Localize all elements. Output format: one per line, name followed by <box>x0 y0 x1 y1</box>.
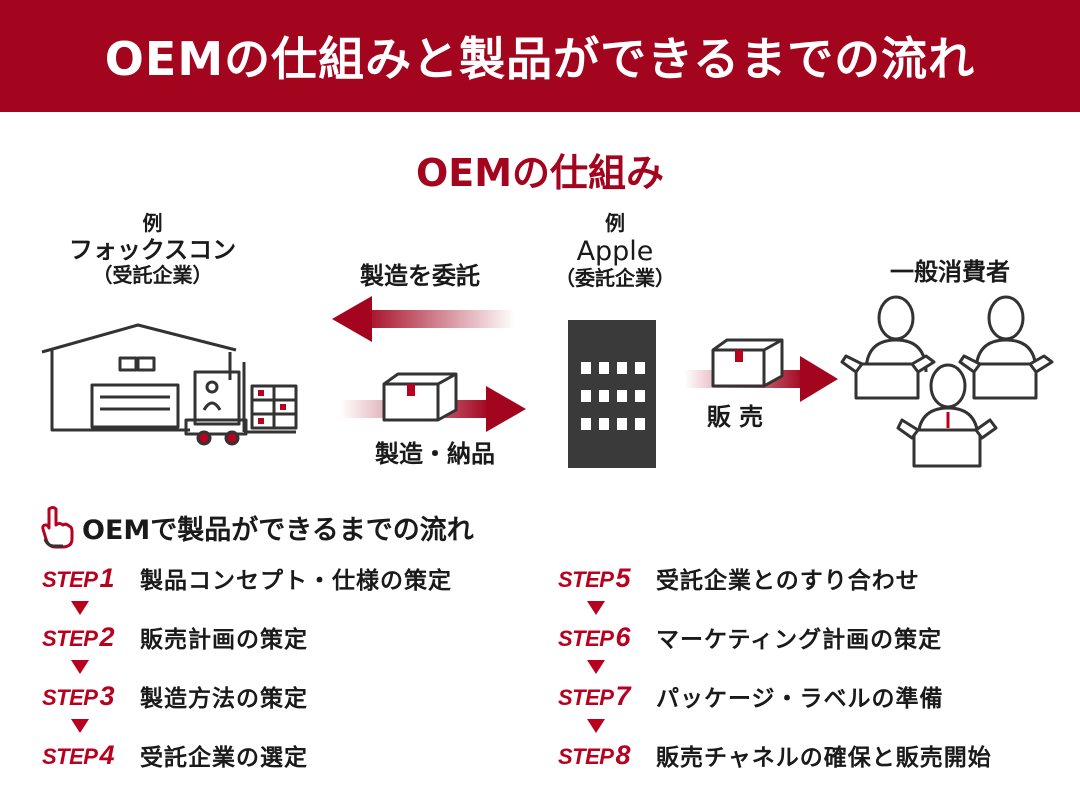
down-triangle-icon <box>587 718 605 733</box>
flow-header: OEMで製品ができるまでの流れ <box>40 502 474 552</box>
step-badge: STEP5 <box>558 562 630 593</box>
step-text: パッケージ・ラベルの準備 <box>656 686 944 712</box>
center-party-role: （委託企業） <box>555 266 675 291</box>
down-triangle-icon <box>71 718 89 733</box>
step-3: STEP3 製造方法の策定 <box>42 678 562 714</box>
forklift-icon <box>184 362 298 446</box>
step-1: STEP1 製品コンセプト・仕様の策定 <box>42 560 562 596</box>
step-text: 受託企業とのすり合わせ <box>656 568 920 594</box>
step-badge: STEP4 <box>42 739 114 770</box>
step-text: 製造方法の策定 <box>140 686 308 712</box>
step-badge: STEP8 <box>558 739 630 770</box>
step-connector <box>42 655 562 678</box>
step-4: STEP4 受託企業の選定 <box>42 737 562 773</box>
down-triangle-icon <box>587 600 605 615</box>
building-icon <box>568 320 656 468</box>
consumer-icon <box>896 363 998 468</box>
step-text: 販売計画の策定 <box>140 627 308 653</box>
factory-icon <box>41 323 237 432</box>
step-text: 製品コンセプト・仕様の策定 <box>140 568 452 594</box>
commission-arrow <box>332 296 515 342</box>
consumer-icon <box>840 295 936 400</box>
step-connector <box>42 596 562 619</box>
left-party-label: 例 フォックスコン （受託企業） <box>40 211 265 288</box>
step-badge: STEP6 <box>558 621 630 652</box>
step-6: STEP6 マーケティング計画の策定 <box>558 619 1078 655</box>
left-party-role: （受託企業） <box>92 262 213 287</box>
right-party-label: 一般消費者 <box>890 258 1010 286</box>
pointing-hand-icon <box>41 506 74 549</box>
step-connector <box>558 596 1078 619</box>
diagram-title: OEMの仕組み <box>415 151 665 195</box>
step-8: STEP8 販売チャネルの確保と販売開始 <box>558 737 1078 773</box>
steps-left-column: STEP1 製品コンセプト・仕様の策定 STEP2 販売計画の策定 STEP3 … <box>42 560 562 773</box>
center-party-example: 例 <box>605 211 625 235</box>
box-icon <box>382 372 458 422</box>
step-connector <box>558 714 1078 737</box>
header-banner: OEMの仕組みと製品ができるまでの流れ <box>0 0 1080 112</box>
center-party-name: Apple <box>576 235 654 267</box>
sale-label: 販 売 <box>706 403 764 431</box>
step-7: STEP7 パッケージ・ラベルの準備 <box>558 678 1078 714</box>
flow-title: OEMで製品ができるまでの流れ <box>82 514 474 546</box>
step-text: マーケティング計画の策定 <box>656 627 943 653</box>
step-badge: STEP3 <box>42 680 114 711</box>
step-badge: STEP7 <box>558 680 630 711</box>
steps-right-column: STEP5 受託企業とのすり合わせ STEP6 マーケティング計画の策定 STE… <box>558 560 1078 773</box>
step-2: STEP2 販売計画の策定 <box>42 619 562 655</box>
down-triangle-icon <box>71 600 89 615</box>
step-connector <box>558 655 1078 678</box>
step-badge: STEP1 <box>42 562 114 593</box>
manufacture-deliver-label: 製造・納品 <box>375 440 495 468</box>
left-party-example: 例 <box>142 211 163 235</box>
center-party-label: 例 Apple （委託企業） <box>515 211 715 291</box>
commission-label: 製造を委託 <box>360 262 480 290</box>
step-5: STEP5 受託企業とのすり合わせ <box>558 560 1078 596</box>
down-triangle-icon <box>587 659 605 674</box>
consumer-icon <box>958 295 1054 400</box>
oem-diagram <box>41 295 1054 468</box>
page-title: OEMの仕組みと製品ができるまでの流れ <box>104 32 976 86</box>
box-icon <box>711 338 784 388</box>
step-text: 受託企業の選定 <box>140 745 308 771</box>
step-text: 販売チャネルの確保と販売開始 <box>656 745 992 771</box>
left-party-name: フォックスコン <box>68 235 237 264</box>
step-connector <box>42 714 562 737</box>
step-badge: STEP2 <box>42 621 114 652</box>
down-triangle-icon <box>71 659 89 674</box>
